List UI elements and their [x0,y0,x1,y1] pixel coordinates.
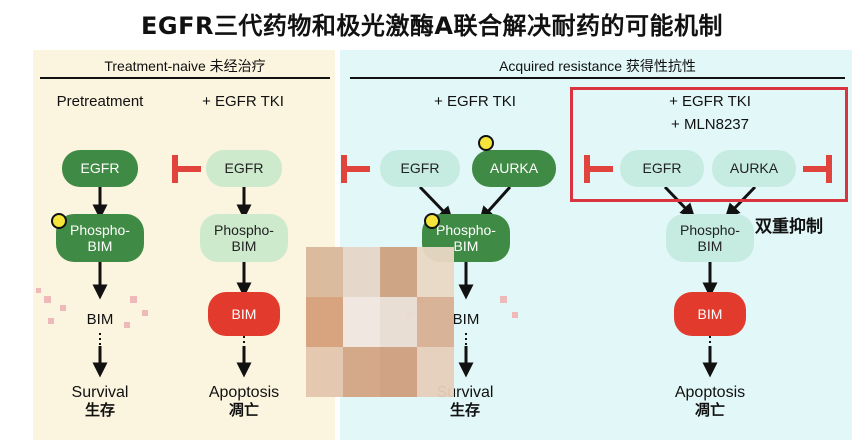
aurka-node-combo: AURKA [712,150,796,187]
pixelated-overlay [306,247,454,397]
bim-label-pretreatment: BIM [86,311,114,328]
outcome-zh: 生存 [449,402,480,420]
phospho-bim-line1: Phospho- [214,221,274,238]
dual-inhibition-annotation: 双重抑制 [755,217,823,237]
col4-label-line2: + MLN8237 [671,116,749,133]
phospho-bim-node-tki: Phospho-BIM [200,214,288,262]
inhibition-bar-icon [584,155,613,183]
outcome-survival-pretreatment: Survival 生存 [45,384,155,420]
outcome-apoptosis-combo: Apoptosis 凋亡 [650,384,770,420]
phosphate-dot-icon [51,213,67,229]
egfr-node-tki: EGFR [206,150,282,187]
phospho-bim-node-pretreatment: Phospho-BIM [56,214,144,262]
bim-label-resistant: BIM [452,311,480,328]
phospho-bim-line1: Phospho- [436,221,496,238]
col4-label-line1: + EGFR TKI [669,93,751,110]
phosphate-dot-icon [424,213,440,229]
inhibition-bar-icon [172,155,201,183]
outcome-en: Apoptosis [674,384,746,401]
outcome-en: Survival [71,384,129,401]
phospho-bim-line1: Phospho- [680,221,740,238]
left-header-rule [40,77,330,79]
phospho-bim-node-combo: Phospho-BIM [666,214,754,262]
col2-label: + EGFR TKI [202,93,284,110]
outcome-zh: 生存 [84,402,115,420]
phosphate-dot-icon [478,135,494,151]
phospho-bim-line1: Phospho- [70,221,130,238]
aurka-node-resistant: AURKA [472,150,556,187]
phospho-bim-line2: BIM [231,238,257,254]
right-section-header: Acquired resistance 获得性抗性 [499,58,696,74]
left-section-header: Treatment-naive 未经治疗 [104,58,266,74]
phospho-bim-line2: BIM [697,238,723,254]
bim-node-combo: BIM [674,292,746,336]
phospho-bim-line2: BIM [453,238,479,254]
inhibition-bar-icon [803,155,832,183]
figure-title: EGFR三代药物和极光激酶A联合解决耐药的可能机制 [140,12,724,40]
egfr-node-pretreatment: EGFR [62,150,138,187]
outcome-zh: 凋亡 [694,402,725,420]
egfr-node-combo: EGFR [620,150,704,187]
combination-highlight-box [570,87,848,202]
right-header-rule [350,77,845,79]
outcome-en: Apoptosis [208,384,280,401]
inhibition-bar-icon [341,155,370,183]
col3-label: + EGFR TKI [434,93,516,110]
egfr-node-resistant: EGFR [380,150,460,187]
outcome-zh: 凋亡 [228,402,259,420]
col1-label: Pretreatment [56,93,144,110]
bim-node-tki: BIM [208,292,280,336]
phospho-bim-line2: BIM [87,238,113,254]
outcome-apoptosis-tki: Apoptosis 凋亡 [184,384,304,420]
